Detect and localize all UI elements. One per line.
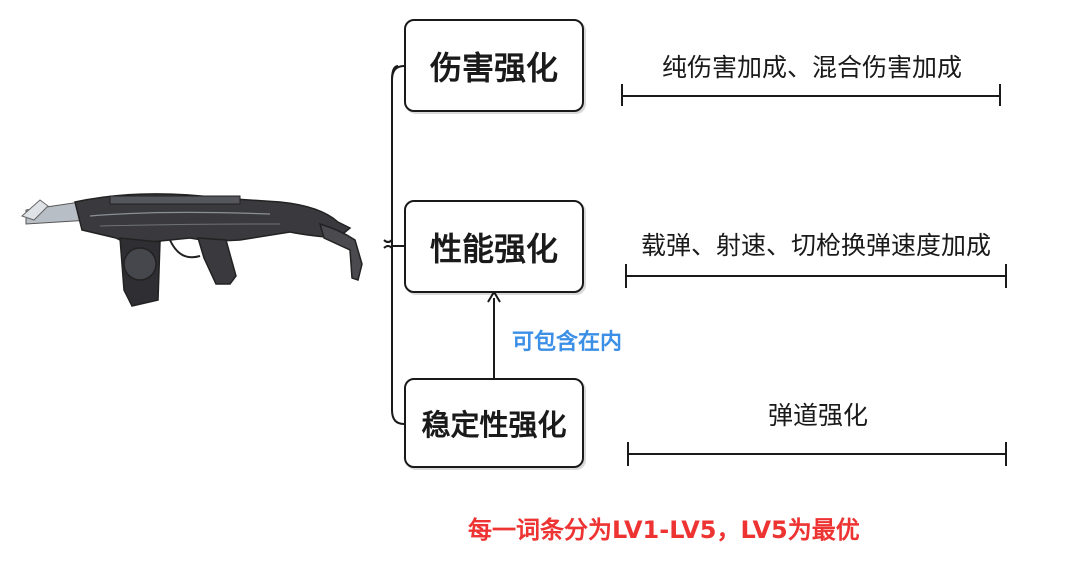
weapon-image: [21, 193, 363, 307]
weapon-detail: [89, 211, 271, 217]
category-title-stability: 稳定性强化: [421, 408, 567, 442]
weapon-drum: [123, 247, 157, 281]
category-desc-performance: 载弹、射速、切枪换弹速度加成: [640, 231, 991, 260]
weapon-stock: [318, 222, 363, 281]
weapon-trigger-guard: [169, 239, 201, 259]
category-desc-damage: 纯伤害加成、混合伤害加成: [661, 53, 962, 82]
category-title-performance: 性能强化: [429, 229, 558, 268]
weapon-muzzle-tip: [21, 199, 49, 221]
include-note: 可包含在内: [512, 330, 623, 355]
footer-note: 每一词条分为LV1-LV5，LV5为最优: [468, 516, 860, 544]
bracket-top: [391, 65, 405, 81]
category-box-stability: 稳定性强化: [404, 378, 584, 468]
category-box-damage: 伤害强化: [404, 19, 584, 112]
category-title-damage: 伤害强化: [429, 48, 558, 87]
category-box-performance: 性能强化: [404, 200, 584, 293]
weapon-rail: [109, 195, 241, 205]
weapon-detail-2: [99, 223, 281, 227]
weapon-grip: [196, 237, 237, 285]
bracket-tip: [383, 239, 393, 249]
category-desc-stability: 弹道强化: [767, 401, 868, 430]
